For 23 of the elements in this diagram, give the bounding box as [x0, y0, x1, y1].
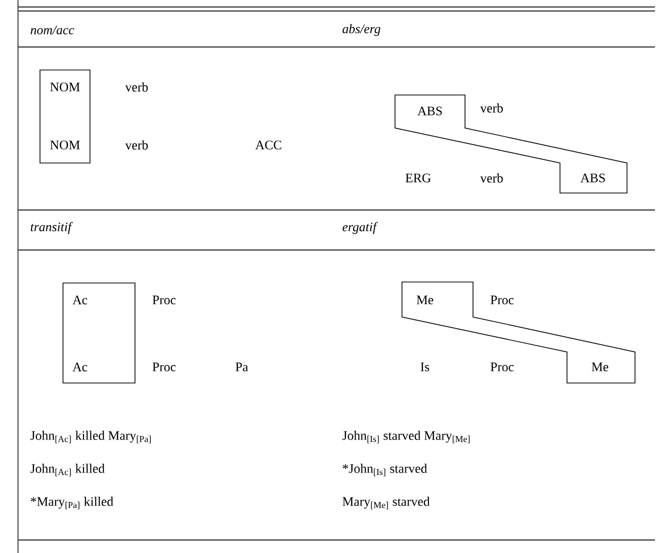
word-label: Pa	[236, 362, 248, 372]
word-label: verb	[480, 173, 503, 183]
word-label: Proc	[490, 296, 514, 304]
word-label: ACC	[255, 140, 282, 150]
word-label: Proc	[152, 362, 176, 372]
example-sentence: John$_{[Is]}$ starved Mary$_{[Me]}$	[342, 430, 470, 444]
word-label: verb	[125, 140, 148, 150]
grouping-box: NOM NOM	[40, 70, 90, 164]
example-sentence: *John$_{[Is]}$ starved	[342, 464, 428, 476]
word-label: Is	[420, 362, 430, 372]
word-label: ERG	[406, 174, 431, 182]
example-sentence: John$_{[Ac]}$ killed Mary$_{[Pa]}$	[30, 430, 151, 444]
example-sentence: Mary$_{[Me]}$ starved	[342, 496, 430, 510]
word-label: Proc	[152, 296, 176, 304]
example-sentence: John$_{[Ac]}$ killed	[30, 464, 105, 476]
example-sentence: *Mary$_{[Pa]}$ killed	[30, 496, 114, 510]
word-label: verb	[480, 103, 503, 113]
column-heading: transitif	[30, 222, 73, 234]
word-label: Proc	[490, 362, 514, 372]
column-heading: abs/erg	[342, 24, 380, 36]
column-heading: ergatif	[342, 222, 378, 234]
column-heading: nom/acc	[30, 26, 74, 34]
word-label: verb	[125, 82, 148, 92]
